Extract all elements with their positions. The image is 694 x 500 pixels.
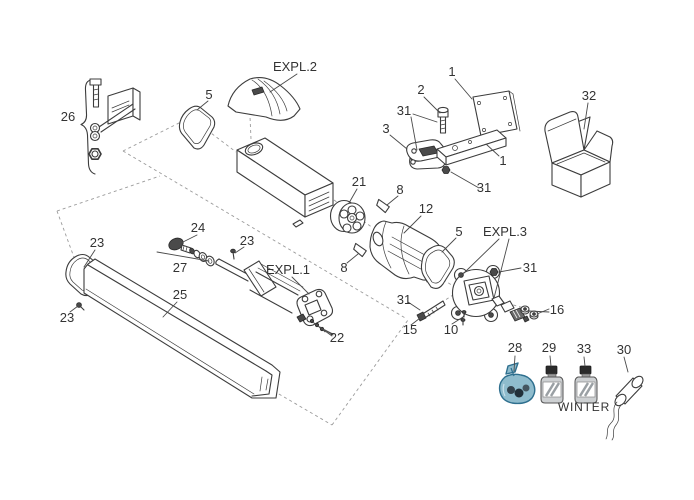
label-part-31-nut-a: 31 — [477, 180, 491, 195]
part-31-nut-b — [489, 268, 499, 276]
housing-body — [236, 137, 334, 228]
label-part-3: 3 — [382, 121, 389, 136]
part-29-bottle — [539, 364, 565, 405]
label-part-8-upper: 8 — [396, 182, 403, 197]
part-25-beam — [83, 258, 281, 399]
label-winter: WINTER — [558, 400, 610, 414]
part-2-bolt — [437, 106, 449, 134]
label-part-26: 26 — [61, 109, 75, 124]
label-part-2: 2 — [417, 82, 424, 97]
part-10-screws — [460, 310, 467, 326]
part-23-screw-top — [230, 248, 236, 260]
label-part-5-middle: 5 — [455, 224, 462, 239]
part-16-nuts — [520, 305, 539, 320]
expl2-cover — [227, 77, 301, 121]
cover-latch — [251, 86, 265, 96]
label-part-31-nut-b: 31 — [523, 260, 537, 275]
label-part-31-stud: 31 — [397, 292, 411, 307]
label-part-15: 15 — [403, 322, 417, 337]
label-part-1-bar: 1 — [499, 153, 506, 168]
label-part-16: 16 — [550, 302, 564, 317]
pump-valve-cartridge — [491, 295, 530, 323]
label-part-12: 12 — [419, 201, 433, 216]
label-expl-1: EXPL.1 — [266, 262, 310, 277]
label-expl-2: EXPL.2 — [273, 59, 317, 74]
label-part-22: 22 — [330, 330, 344, 345]
part-28-hardware-bag — [498, 362, 536, 405]
part-8-pin-upper — [376, 198, 390, 214]
label-part-32: 32 — [582, 88, 596, 103]
label-expl-3: EXPL.3 — [483, 224, 527, 239]
part-1-mounting-plate — [472, 90, 521, 137]
part-32-box — [544, 111, 614, 198]
group-brace — [80, 79, 96, 175]
label-part-8-lower: 8 — [340, 260, 347, 275]
label-part-10: 10 — [444, 322, 458, 337]
part-21-coupling — [329, 199, 366, 234]
label-part-23-screw-left: 23 — [60, 310, 74, 325]
part-8-pin-lower — [353, 242, 367, 258]
label-part-28: 28 — [508, 340, 522, 355]
part-15-stud — [416, 300, 446, 322]
label-part-23-screw-top: 23 — [240, 233, 254, 248]
label-part-31-top: 31 — [397, 103, 411, 118]
part-1-mounting-bar — [436, 129, 507, 166]
label-part-1-plate: 1 — [448, 64, 455, 79]
expl3-pump-assembly — [450, 264, 530, 323]
part-27-bracket-line — [156, 251, 210, 262]
label-part-30: 30 — [617, 342, 631, 357]
part-labels: 26 EXPL.2 5 2 31 3 1 1 32 21 8 12 31 8 5… — [60, 59, 631, 414]
label-part-23-cap: 23 — [90, 235, 104, 250]
label-part-5-top: 5 — [205, 87, 212, 102]
label-part-24: 24 — [191, 220, 205, 235]
label-part-33: 33 — [577, 341, 591, 356]
housing-tab — [292, 219, 304, 228]
part-5-gasket-middle — [420, 244, 455, 290]
label-part-29: 29 — [542, 340, 556, 355]
part-24-ball-joint — [168, 237, 192, 254]
label-part-27: 27 — [173, 260, 187, 275]
leader-lines — [69, 73, 629, 373]
label-part-25: 25 — [173, 287, 187, 302]
part-30-capacitor — [605, 375, 644, 441]
part-5-gasket-top — [178, 105, 216, 150]
part-33-bottle — [573, 364, 599, 405]
part-27-washer-set — [156, 247, 215, 267]
part-26-bracket-kit — [80, 78, 141, 175]
expl1-cylinder-assembly — [215, 258, 334, 327]
part-31-nut-a — [441, 166, 451, 174]
bag-contents — [507, 386, 515, 394]
label-part-21: 21 — [352, 174, 366, 189]
